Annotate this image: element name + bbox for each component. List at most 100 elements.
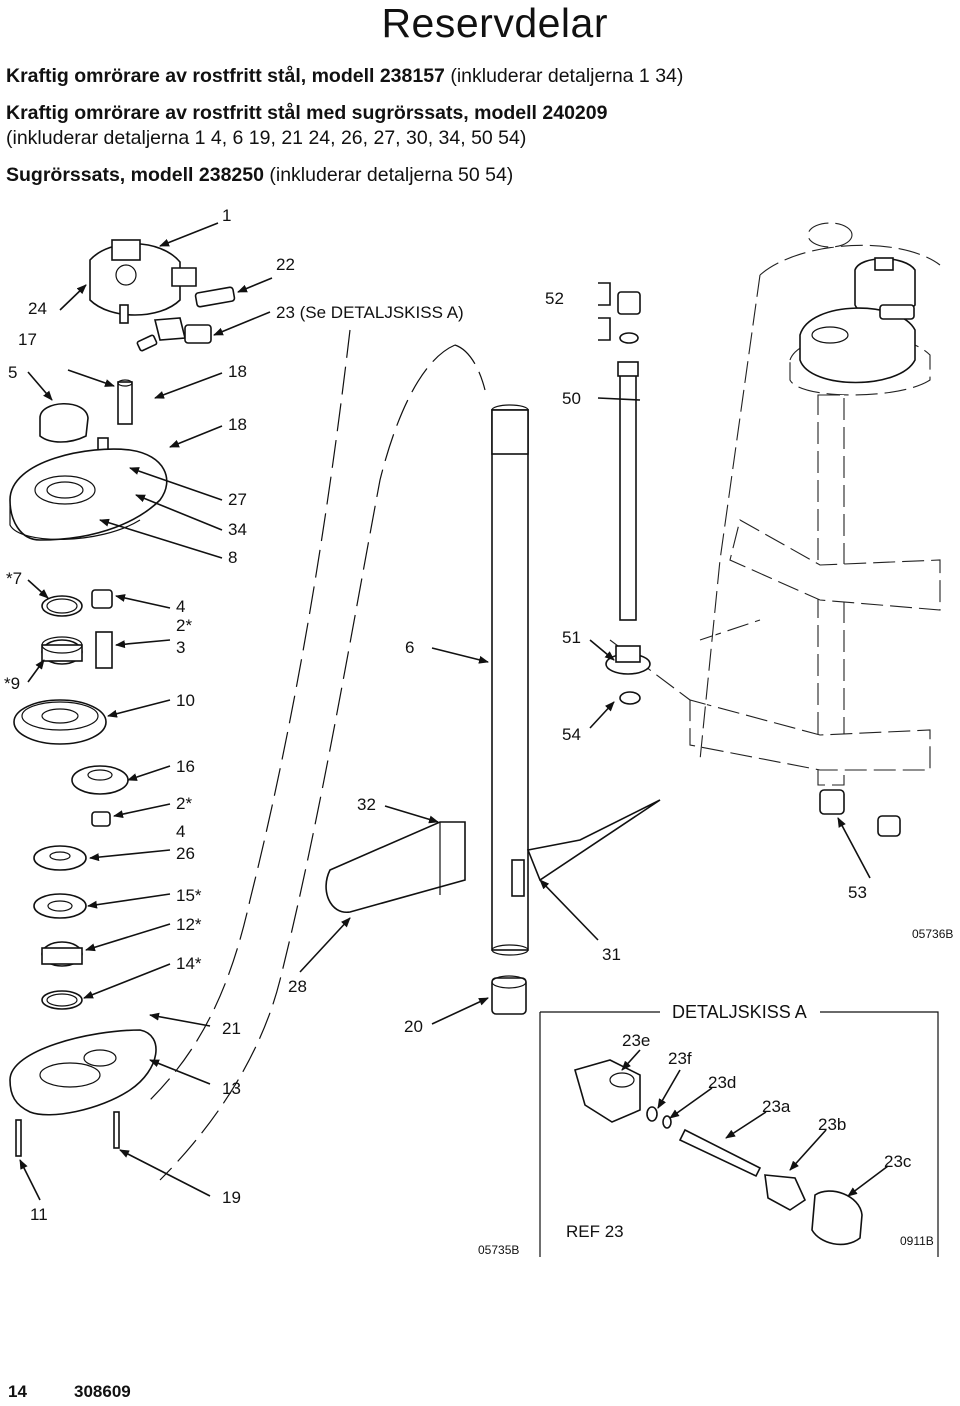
header-line-normal: (inkluderar detaljerna 50 54): [263, 164, 514, 186]
label-23b: 23b: [818, 1115, 846, 1134]
part-51-fitting: [605, 645, 651, 675]
label-10: 10: [176, 691, 195, 710]
header-line-model-238250: Sugrörssats, modell 238250 (inkluderar d…: [6, 163, 513, 187]
ghost-outline-curve-2: [149, 329, 351, 1101]
label-34: 34: [228, 520, 247, 539]
label-23c: 23c: [884, 1152, 912, 1171]
header-line-bold: Kraftig omrörare av rostfritt stål med s…: [6, 102, 608, 124]
part-23e-valve-body: [574, 1059, 641, 1123]
label-3: 3: [176, 638, 185, 657]
label-17: 17: [18, 330, 37, 349]
label-23e: 23e: [622, 1031, 650, 1050]
leader-lines: [19, 222, 889, 1201]
header-line-model-238157: Kraftig omrörare av rostfritt stål, mode…: [6, 64, 683, 88]
label-16: 16: [176, 757, 195, 776]
part-31-impeller-hub: [511, 799, 661, 897]
part-7-ring: [41, 595, 83, 617]
label-24: 24: [28, 299, 47, 318]
label-6: 6: [405, 638, 414, 657]
label-9: *9: [4, 674, 20, 693]
part-14-ring: [41, 990, 83, 1010]
part-22-muffler: [194, 286, 236, 308]
label-21: 21: [222, 1019, 241, 1038]
part-20-fitting: [491, 975, 527, 1015]
label-27: 27: [228, 490, 247, 509]
label-5: 5: [8, 363, 17, 382]
part-54-o-ring: [619, 691, 641, 705]
part-12-bearing: [41, 941, 83, 967]
part-23c-knob: [811, 1190, 863, 1246]
label-8: 8: [228, 548, 237, 567]
label-14: 14*: [176, 954, 202, 973]
part-upper-housing: [9, 448, 168, 541]
part-13-lower-housing: [9, 1029, 157, 1116]
header-line-model-240209: Kraftig omrörare av rostfritt stål med s…: [6, 101, 607, 125]
label-12: 12*: [176, 915, 202, 934]
label-32: 32: [357, 795, 376, 814]
header-line-normal: (inkluderar detaljerna 1 34): [444, 65, 684, 87]
label-53: 53: [848, 883, 867, 902]
part-28-impeller-blade: [325, 821, 466, 913]
part-53-plug: [819, 789, 901, 837]
header-line-bold: Kraftig omrörare av rostfritt stål, mode…: [6, 65, 445, 87]
label-23f: 23f: [668, 1049, 692, 1068]
part-11-bolts: [15, 1111, 120, 1157]
header-line-normal: (inkluderar detaljerna 1 4, 6 19, 21 24,…: [6, 127, 527, 149]
figure-code-05735b: 05735B: [478, 1243, 519, 1257]
label-51: 51: [562, 628, 581, 647]
part-52-nut: [617, 291, 641, 344]
page-number: 14: [8, 1382, 27, 1401]
part-3-pinion: [95, 631, 113, 669]
label-23d: 23d: [708, 1073, 736, 1092]
part-26-washer: [33, 845, 87, 871]
label-4-upper: 4: [176, 597, 185, 616]
part-50-suction-tube: [617, 361, 639, 621]
part-16-gear: [71, 765, 129, 795]
part-15-bearing: [33, 893, 87, 919]
part-4-bearing: [91, 589, 113, 609]
part-1-air-motor: [89, 239, 197, 324]
label-13: 13: [222, 1079, 241, 1098]
header-line-includes: (inkluderar detaljerna 1 4, 6 19, 21 24,…: [6, 126, 526, 150]
header-line-bold: Sugrörssats, modell 238250: [6, 164, 264, 186]
part-23f-ring: [646, 1106, 672, 1129]
part-24-fitting: [153, 317, 212, 344]
part-17-nipple: [136, 334, 158, 352]
label-4-lower: 4: [176, 822, 185, 841]
label-28: 28: [288, 977, 307, 996]
part-9-bearing: [41, 636, 83, 665]
label-50: 50: [562, 389, 581, 408]
document-number: 308609: [74, 1382, 131, 1401]
ghost-top-housing: [799, 257, 916, 384]
label-22: 22: [276, 255, 295, 274]
label-7: *7: [6, 569, 22, 588]
detail-a-title: DETALJSKISS A: [672, 1002, 807, 1022]
label-20: 20: [404, 1017, 423, 1036]
label-23-detail-ref: 23 (Se DETALJSKISS A): [276, 303, 464, 322]
label-1: 1: [222, 206, 231, 225]
label-19: 19: [222, 1188, 241, 1207]
label-54: 54: [562, 725, 581, 744]
label-11: 11: [30, 1205, 48, 1224]
label-31: 31: [602, 945, 621, 964]
label-26: 26: [176, 844, 195, 863]
label-52: 52: [545, 289, 564, 308]
label-23a: 23a: [762, 1097, 791, 1116]
figure-code-0911b: 0911B: [900, 1234, 934, 1248]
label-2-upper: 2*: [176, 616, 192, 635]
part-23b-nut: [764, 1174, 807, 1211]
label-15: 15*: [176, 886, 202, 905]
detail-a-box: [539, 1011, 939, 1257]
part-23d-stem: [678, 1128, 762, 1178]
part-18-shaft: [117, 379, 133, 425]
ghost-outline-curve: [159, 344, 456, 1181]
detail-a-ref: REF 23: [566, 1222, 624, 1241]
part-10-gear: [13, 699, 107, 745]
part-5-cap: [39, 402, 89, 443]
page-title: Reservdelar: [381, 0, 608, 46]
label-2-lower: 2*: [176, 794, 192, 813]
label-18-upper: 18: [228, 362, 247, 381]
ghost-assembled-mixer: [609, 222, 941, 786]
figure-code-05736b: 05736B: [912, 927, 953, 941]
